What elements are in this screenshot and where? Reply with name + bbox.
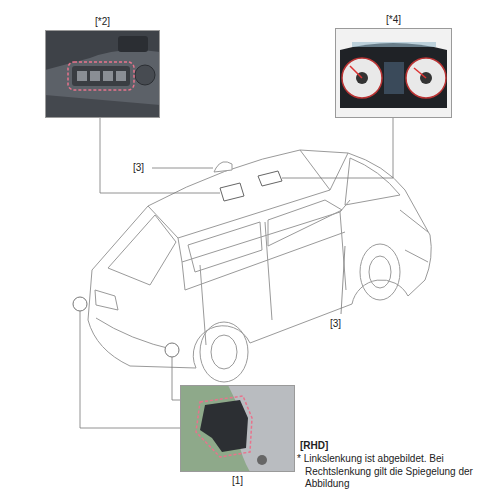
callout-number: [*2]	[26, 16, 179, 27]
inset-photo-component	[180, 385, 295, 472]
note-text: [RHD]	[300, 440, 328, 453]
location-marker	[73, 297, 87, 311]
note-text: * Linkslenkung ist abgebildet. Bei Recht…	[297, 453, 483, 491]
location-marker	[165, 343, 179, 357]
callout-number: [1]	[161, 475, 314, 486]
inset-photo-cluster	[335, 28, 452, 118]
inset-photo-frame: [*4]	[335, 28, 452, 118]
inset-photo-frame: [*2]	[45, 30, 160, 118]
callout-number: [*4]	[316, 14, 471, 25]
leader-lines	[80, 118, 393, 428]
callout-number: [3]	[330, 318, 341, 331]
inset-photo-frame: [1]	[180, 385, 295, 472]
location-marker	[220, 183, 244, 201]
car-body	[88, 150, 431, 382]
inset-photo-switches	[45, 30, 160, 118]
location-marker	[258, 171, 282, 186]
callout-number: [3]	[133, 162, 144, 175]
